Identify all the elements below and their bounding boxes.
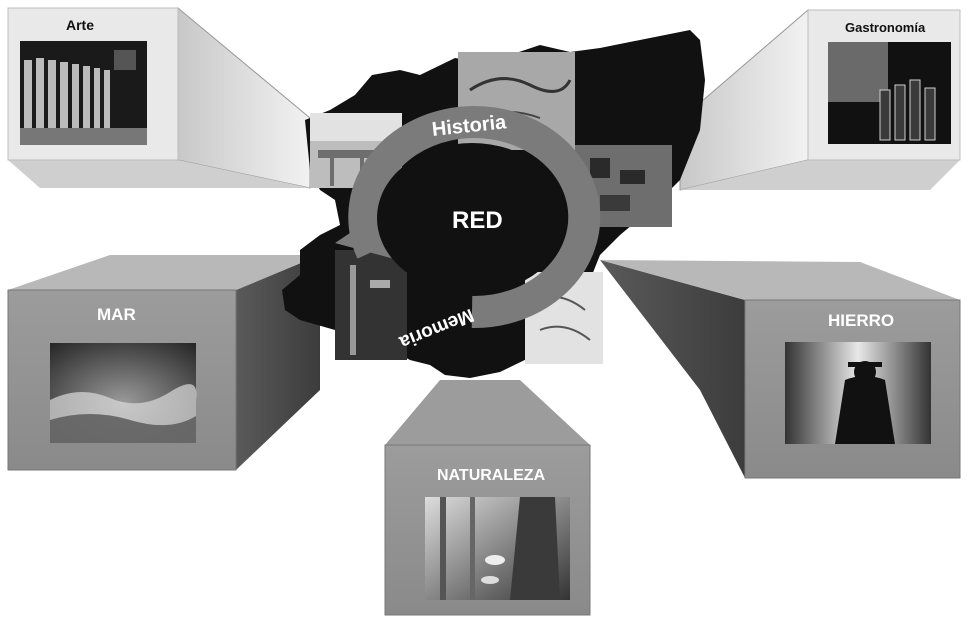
arte-extrusion — [177, 6, 311, 189]
box-gastronomia: Gastronomía — [679, 8, 961, 191]
naturaleza-photo — [425, 497, 570, 600]
naturaleza-label: NATURALEZA — [437, 467, 546, 484]
arte-photo — [20, 41, 147, 145]
arte-label: Arte — [66, 17, 94, 33]
mar-photo — [50, 343, 197, 443]
gastronomia-extrusion-bottom — [680, 160, 960, 190]
mar-extrusion-top — [8, 255, 320, 290]
box-naturaleza: NATURALEZA — [384, 380, 591, 616]
box-arte: Arte — [7, 6, 311, 189]
naturaleza-extrusion — [385, 380, 590, 445]
mar-label: MAR — [97, 305, 136, 324]
hierro-label: HIERRO — [828, 311, 894, 330]
hierro-photo — [785, 342, 931, 444]
box-hierro: HIERRO — [600, 260, 961, 479]
gastronomia-label: Gastronomía — [845, 20, 926, 35]
arte-extrusion-bottom — [8, 160, 310, 188]
hierro-extrusion — [600, 260, 745, 478]
center-label: RED — [452, 207, 503, 234]
photo-tile-mine — [335, 250, 407, 360]
hierro-extrusion-top — [600, 260, 960, 300]
center-core — [377, 143, 567, 293]
photo-tile-relief — [575, 145, 672, 227]
box-mar: MAR — [7, 255, 320, 471]
gastronomia-photo — [828, 42, 951, 144]
